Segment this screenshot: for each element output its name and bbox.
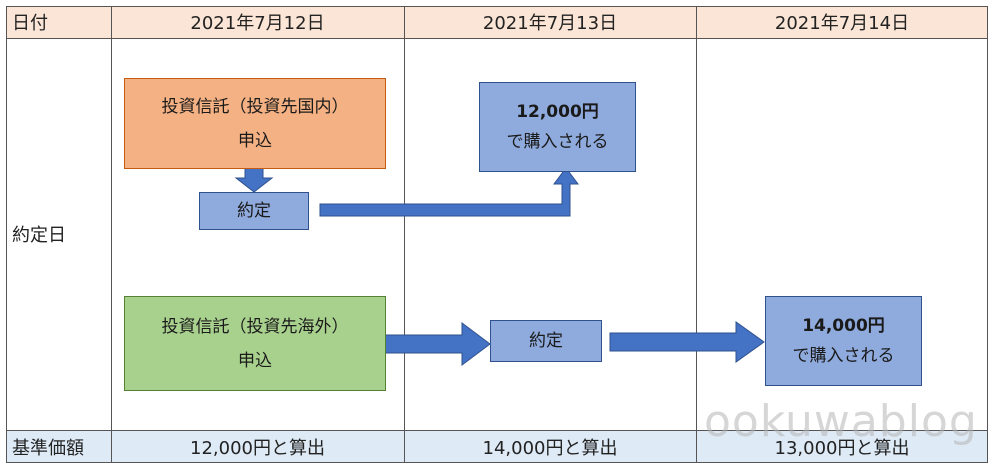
header-date-3: 2021年7月14日 <box>696 6 988 38</box>
arrow-elbow-domestic <box>319 167 579 217</box>
header-date-label: 日付 <box>6 6 111 38</box>
table-grid <box>6 6 988 463</box>
foreign-contract-box: 約定 <box>490 320 602 362</box>
arrow-right-foreign-1 <box>377 322 491 366</box>
header-date-1: 2021年7月12日 <box>111 6 404 38</box>
domestic-fund-application: 申込 <box>238 130 272 151</box>
foreign-fund-application-box: 投資信託（投資先海外） 申込 <box>124 296 386 391</box>
footer-base-price-2: 14,000円と算出 <box>404 430 696 463</box>
row-label-contract-date: 約定日 <box>12 225 66 246</box>
foreign-fund-title: 投資信託（投資先海外） <box>161 316 349 337</box>
foreign-fund-application: 申込 <box>238 350 272 371</box>
domestic-purchase-amount: 12,000円 <box>516 102 599 122</box>
arrow-down-domestic <box>234 167 274 193</box>
arrow-right-foreign-2 <box>609 321 765 363</box>
domestic-purchase-text: で購入される <box>506 132 609 152</box>
footer-base-price-3: 13,000円と算出 <box>696 430 988 463</box>
footer-base-price-1: 12,000円と算出 <box>111 430 404 463</box>
domestic-purchase-result-box: 12,000円 で購入される <box>479 82 636 172</box>
watermark: ookuwablog <box>704 396 978 447</box>
foreign-purchase-result-box: 14,000円 で購入される <box>765 296 922 386</box>
footer-base-price-label: 基準価額 <box>6 430 111 463</box>
domestic-fund-application-box: 投資信託（投資先国内） 申込 <box>124 78 386 169</box>
foreign-purchase-amount: 14,000円 <box>802 316 885 336</box>
table-border <box>6 6 988 463</box>
domestic-contract-label: 約定 <box>237 201 271 221</box>
domestic-fund-title: 投資信託（投資先国内） <box>161 96 349 117</box>
header-date-2: 2021年7月13日 <box>404 6 696 38</box>
domestic-contract-box: 約定 <box>199 192 309 230</box>
foreign-purchase-text: で購入される <box>792 346 895 366</box>
foreign-contract-label: 約定 <box>529 331 563 351</box>
